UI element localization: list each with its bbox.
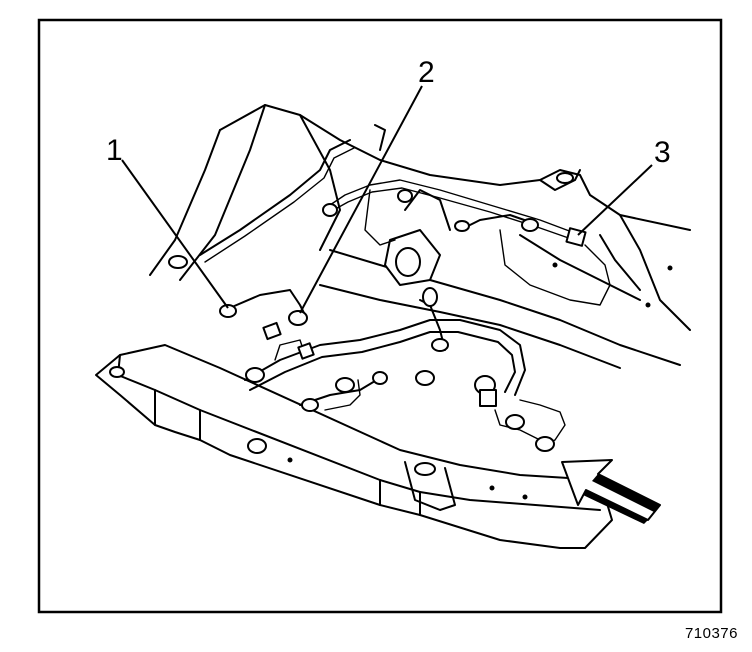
axle-housing	[319, 189, 681, 369]
cross-member	[149, 104, 691, 331]
figure-frame	[37, 18, 723, 614]
callout-3: 3	[654, 136, 671, 169]
callout-1: 1	[106, 134, 123, 167]
leader-1	[121, 159, 229, 309]
callout-leaders	[121, 85, 653, 314]
figure-id: 710376	[684, 625, 738, 642]
leader-3	[577, 164, 653, 236]
frame-rail	[95, 344, 613, 549]
leader-2	[299, 85, 423, 314]
callout-2: 2	[418, 56, 435, 89]
view-arrow	[561, 459, 661, 524]
fittings	[168, 189, 587, 452]
brake-lines	[199, 139, 611, 316]
